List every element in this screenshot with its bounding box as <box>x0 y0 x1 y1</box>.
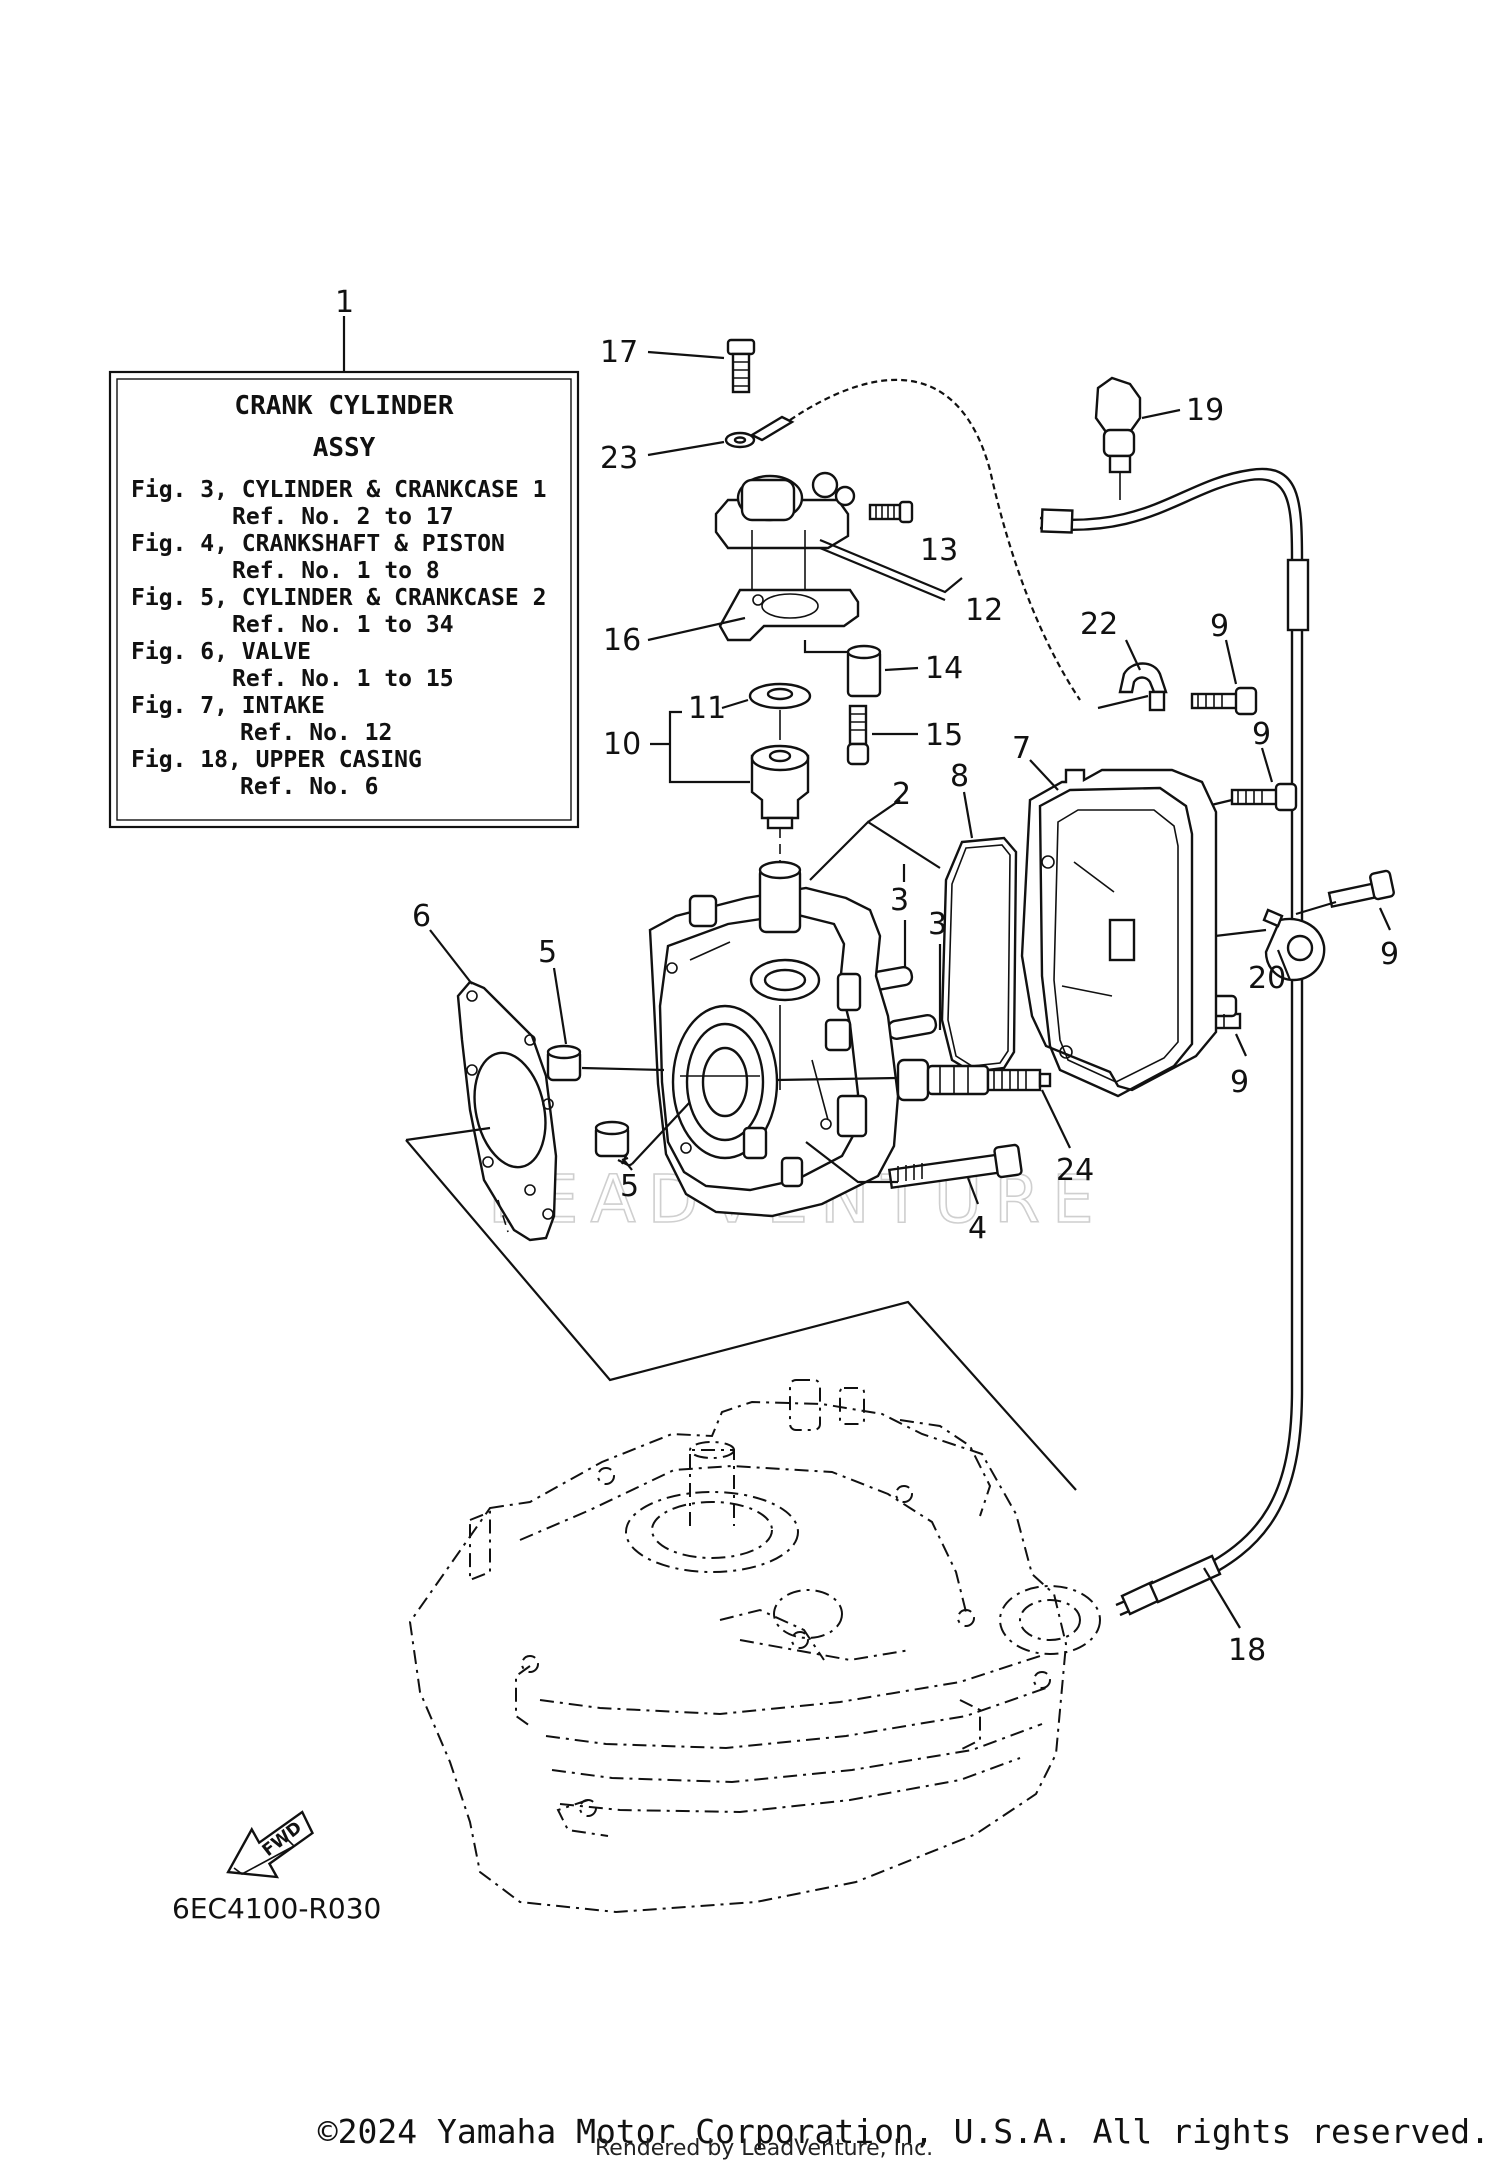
legend-line: Fig. 18, UPPER CASING <box>131 747 422 773</box>
part-bolt-13 <box>868 500 914 524</box>
rendered-by-notice: Rendered by LeadVenture, Inc. <box>595 2136 934 2161</box>
part-dowel-5b <box>594 1120 630 1158</box>
callout-5b: 5 <box>620 1169 639 1204</box>
part-thermostat-cover-12 <box>714 471 856 590</box>
callout-22: 22 <box>1080 607 1118 642</box>
part-dowel-3b <box>886 1014 938 1040</box>
callout-23: 23 <box>600 441 638 476</box>
diagram-code: 6EC4100-R030 <box>172 1892 381 1925</box>
legend-line: Fig. 7, INTAKE <box>131 693 325 719</box>
legend-line: Ref. No. 12 <box>240 720 392 746</box>
legend-subtitle: ASSY <box>313 433 376 463</box>
callout-4: 4 <box>968 1211 987 1246</box>
callout-9b: 9 <box>1252 717 1271 752</box>
legend-line: Fig. 3, CYLINDER & CRANKCASE 1 <box>131 477 546 503</box>
part-hose-18 <box>1039 467 1310 1617</box>
legend-line: Fig. 5, CYLINDER & CRANKCASE 2 <box>131 585 546 611</box>
callout-5a: 5 <box>538 935 557 970</box>
part-cover-7 <box>1020 768 1218 1098</box>
callout-18: 18 <box>1228 1633 1266 1668</box>
legend-line: Ref. No. 1 to 8 <box>232 558 440 584</box>
legend-line: Ref. No. 2 to 17 <box>232 504 454 530</box>
part-gasket-8 <box>940 836 1018 1074</box>
copyright-notice: ©2024 Yamaha Motor Corporation, U.S.A. A… <box>317 2112 1490 2151</box>
part-bolt-17 <box>726 338 756 394</box>
callout-6: 6 <box>412 899 431 934</box>
callout-2: 2 <box>892 777 911 812</box>
legend-line: Ref. No. 1 to 34 <box>232 612 454 638</box>
callout-9a: 9 <box>1210 609 1229 644</box>
callout-20: 20 <box>1248 961 1286 996</box>
callout-13: 13 <box>920 533 958 568</box>
callout-3a: 3 <box>890 883 909 918</box>
part-bolt-4 <box>887 1143 1023 1190</box>
part-collar-14 <box>846 644 882 698</box>
part-crankcase-block <box>408 1379 1101 1914</box>
callout-14: 14 <box>925 651 963 686</box>
legend-line: Ref. No. 1 to 15 <box>232 666 454 692</box>
legend-line: Ref. No. 6 <box>240 774 378 800</box>
part-bolt-9c <box>1327 869 1395 909</box>
callout-9d: 9 <box>1230 1065 1249 1100</box>
callout-7: 7 <box>1012 731 1031 766</box>
legend-box: 1 CRANK CYLINDER ASSY Fig. 3, CYLINDER &… <box>108 285 580 829</box>
fwd-arrow-icon: FWD <box>226 1810 315 1879</box>
part-clip-19 <box>1094 376 1142 474</box>
part-thermostat-10 <box>750 744 810 830</box>
callout-3b: 3 <box>928 907 947 942</box>
callout-15: 15 <box>925 718 963 753</box>
callout-17: 17 <box>600 335 638 370</box>
legend-title: CRANK CYLINDER <box>234 391 453 421</box>
part-gasket-6 <box>456 980 558 1242</box>
legend-line: Fig. 4, CRANKSHAFT & PISTON <box>131 531 505 557</box>
legend-line: Fig. 6, VALVE <box>131 639 311 665</box>
callout-19: 19 <box>1186 393 1224 428</box>
part-bolt-9b <box>1230 782 1298 812</box>
callout-16: 16 <box>603 623 641 658</box>
part-washer-23 <box>724 415 795 449</box>
callout-12: 12 <box>965 593 1003 628</box>
part-bolt-15 <box>846 704 870 766</box>
callout-24: 24 <box>1056 1153 1094 1188</box>
part-clamp-22 <box>1118 662 1168 712</box>
callout-8: 8 <box>950 759 969 794</box>
part-clamp-20 <box>1262 908 1326 982</box>
callout-9c: 9 <box>1380 937 1399 972</box>
callout-10: 10 <box>603 727 641 762</box>
part-spark-plug-24 <box>896 1058 1052 1102</box>
callout-1: 1 <box>335 285 354 320</box>
part-cylinder-head-2 <box>648 860 900 1218</box>
part-washer-11 <box>748 682 812 710</box>
part-bolt-9a <box>1190 686 1258 716</box>
part-gasket-16 <box>718 588 860 642</box>
part-dowel-5a <box>546 1044 582 1082</box>
callout-11: 11 <box>688 691 726 726</box>
